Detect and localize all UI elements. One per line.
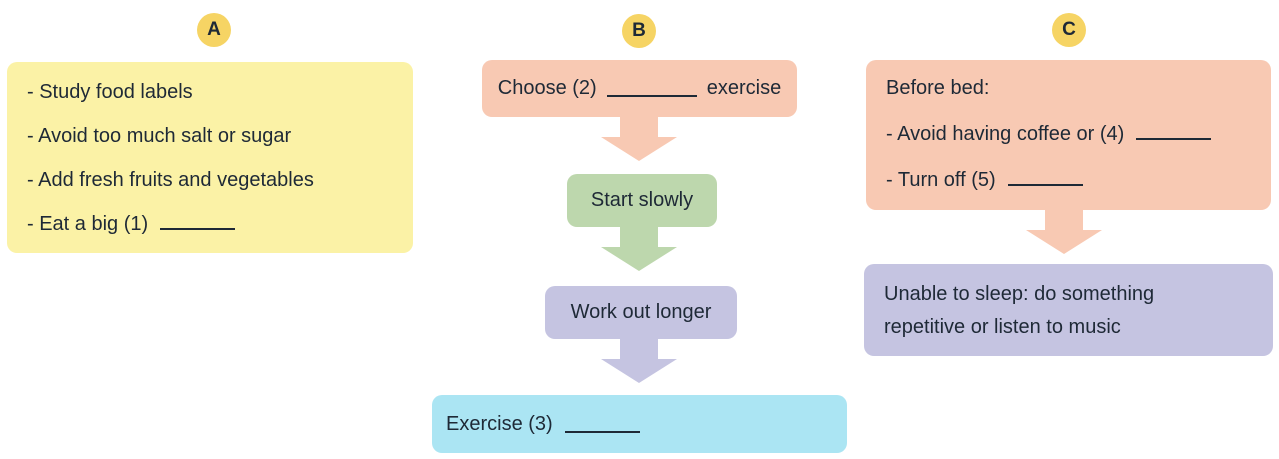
section-c-bottom-box: Unable to sleep: do something repetitive…: [864, 264, 1273, 356]
list-item: - Add fresh fruits and vegetables: [27, 158, 393, 202]
section-a-badge-label: A: [207, 19, 221, 40]
down-arrow-icon: [601, 227, 677, 271]
flow-step-text: Exercise (3): [446, 412, 553, 435]
section-b-badge-label: B: [632, 20, 646, 41]
blank-line-1: [160, 213, 236, 230]
list-item-text: - Turn off (5): [886, 169, 996, 191]
section-c-badge: C: [1052, 13, 1086, 47]
box-heading: Before bed:: [886, 65, 1251, 111]
section-c-badge-label: C: [1062, 19, 1076, 40]
section-b-badge: B: [622, 14, 656, 48]
box-heading-text: Before bed:: [886, 77, 990, 99]
list-item-text: - Eat a big (1): [27, 213, 149, 235]
flow-step-text: Start slowly: [590, 189, 694, 211]
flow-step-start-slowly: Start slowly: [567, 174, 717, 227]
blank-line-3: [564, 416, 640, 433]
flow-step-exercise-blank: Exercise (3): [432, 395, 847, 453]
list-item-text: - Study food labels: [27, 81, 193, 103]
down-arrow-icon: [601, 117, 677, 161]
flow-step-text: Choose (2): [497, 77, 597, 99]
down-arrow-icon: [1026, 210, 1102, 254]
blank-line-4: [1136, 123, 1212, 140]
section-c-top-box: Before bed: - Avoid having coffee or (4)…: [866, 60, 1271, 210]
list-item: - Study food labels: [27, 70, 393, 114]
down-arrow-icon: [601, 339, 677, 383]
flow-step-text: Work out longer: [570, 301, 712, 323]
list-item: - Eat a big (1): [27, 202, 393, 246]
list-item-text: - Add fresh fruits and vegetables: [27, 169, 314, 191]
blank-line-2: [606, 80, 697, 97]
list-item: - Avoid too much salt or sugar: [27, 114, 393, 158]
list-item-text: - Avoid too much salt or sugar: [27, 125, 292, 147]
section-a-badge: A: [197, 13, 231, 47]
blank-line-5: [1007, 169, 1083, 186]
list-item-text: - Avoid having coffee or (4): [886, 123, 1125, 145]
flow-step-choose-exercise: Choose (2) exercise: [482, 60, 797, 117]
section-a-box: - Study food labels - Avoid too much sal…: [7, 62, 413, 253]
flow-step-text: exercise: [706, 77, 782, 99]
box-text: Unable to sleep: do something repetitive…: [884, 283, 1155, 338]
list-item: - Avoid having coffee or (4): [886, 111, 1251, 157]
list-item: - Turn off (5): [886, 157, 1251, 203]
flow-step-work-out-longer: Work out longer: [545, 286, 737, 339]
